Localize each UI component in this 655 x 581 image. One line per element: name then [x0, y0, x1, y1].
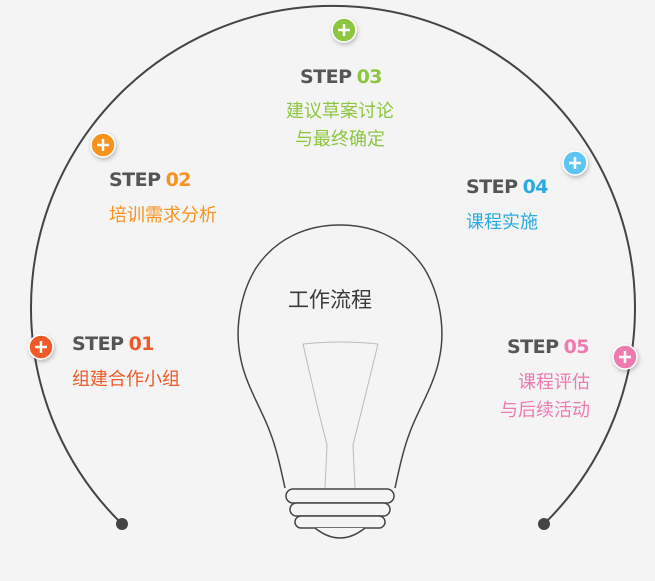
step-01-description: 组建合作小组 — [72, 366, 180, 394]
step-03-line1: 建议草案讨论 — [286, 101, 394, 122]
step-01-number: 01 — [128, 333, 155, 355]
step-03-description: 建议草案讨论 与最终确定 — [270, 98, 410, 154]
step-05-plus-icon — [612, 344, 638, 370]
step-05-description: 课程评估 与后续活动 — [470, 369, 590, 425]
step-01-line1: 组建合作小组 — [72, 369, 180, 390]
step-02-prefix: STEP — [109, 169, 161, 191]
diagram-title: 工作流程 — [288, 288, 372, 312]
step-01-plus-icon — [28, 334, 54, 360]
process-arc — [30, 5, 636, 525]
arc-end-right — [538, 518, 550, 530]
step-01-prefix: STEP — [72, 333, 124, 355]
step-04-prefix: STEP — [466, 176, 518, 198]
step-04-line1: 课程实施 — [466, 212, 538, 233]
step-04-number: 04 — [522, 176, 549, 198]
step-05-number: 05 — [563, 336, 590, 358]
step-04-description: 课程实施 — [466, 209, 538, 237]
step-05-line2: 与后续活动 — [500, 400, 590, 421]
step-05-prefix: STEP — [507, 336, 559, 358]
step-02-plus-icon — [90, 132, 116, 158]
step-03-prefix: STEP — [300, 66, 352, 88]
step-03-number: 03 — [356, 66, 383, 88]
step-03-line2: 与最终确定 — [295, 129, 385, 150]
lightbulb-icon — [237, 224, 443, 539]
step-02-line1: 培训需求分析 — [109, 205, 217, 226]
step-02-number: 02 — [165, 169, 192, 191]
step-03-plus-icon — [331, 17, 357, 43]
step-02-description: 培训需求分析 — [109, 202, 217, 230]
step-05-line1: 课程评估 — [518, 372, 590, 393]
arc-end-left — [116, 518, 128, 530]
step-04-plus-icon — [562, 150, 588, 176]
